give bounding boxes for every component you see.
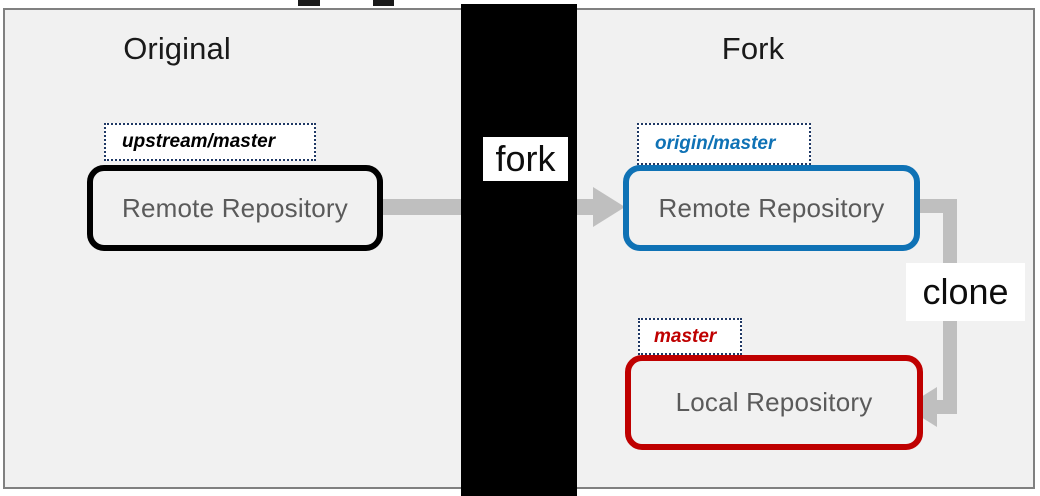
- branch-tag-master: master: [638, 318, 742, 355]
- edge-label-fork: fork: [483, 137, 568, 181]
- node-label: Local Repository: [675, 387, 873, 417]
- node-origin-remote-repository[interactable]: Remote Repository: [623, 165, 920, 251]
- edge-label-clone: clone: [906, 263, 1025, 321]
- panel-divider: [461, 4, 577, 496]
- edge-label-text: fork: [495, 138, 556, 179]
- branch-tag-label: upstream/master: [122, 131, 276, 152]
- fork-arrow-head-icon: [593, 187, 625, 227]
- panel-title-original: Original: [123, 31, 231, 66]
- branch-tag-origin-master: origin/master: [637, 123, 811, 165]
- branch-tag-label: origin/master: [655, 133, 776, 154]
- cropped-top-plate: [272, 0, 394, 6]
- node-label: Remote Repository: [122, 192, 348, 223]
- cropped-top-glyph-left: [298, 0, 320, 6]
- node-upstream-remote-repository[interactable]: Remote Repository: [87, 165, 383, 251]
- panel-title-fork: Fork: [721, 31, 785, 66]
- node-local-repository[interactable]: Local Repository: [625, 355, 923, 450]
- node-label: Remote Repository: [658, 192, 885, 223]
- cropped-top-element: [272, 0, 394, 7]
- branch-tag-upstream-master: upstream/master: [104, 123, 316, 161]
- edge-label-text: clone: [922, 271, 1009, 312]
- branch-tag-label: master: [654, 325, 717, 347]
- cropped-top-glyph-right: [373, 0, 394, 6]
